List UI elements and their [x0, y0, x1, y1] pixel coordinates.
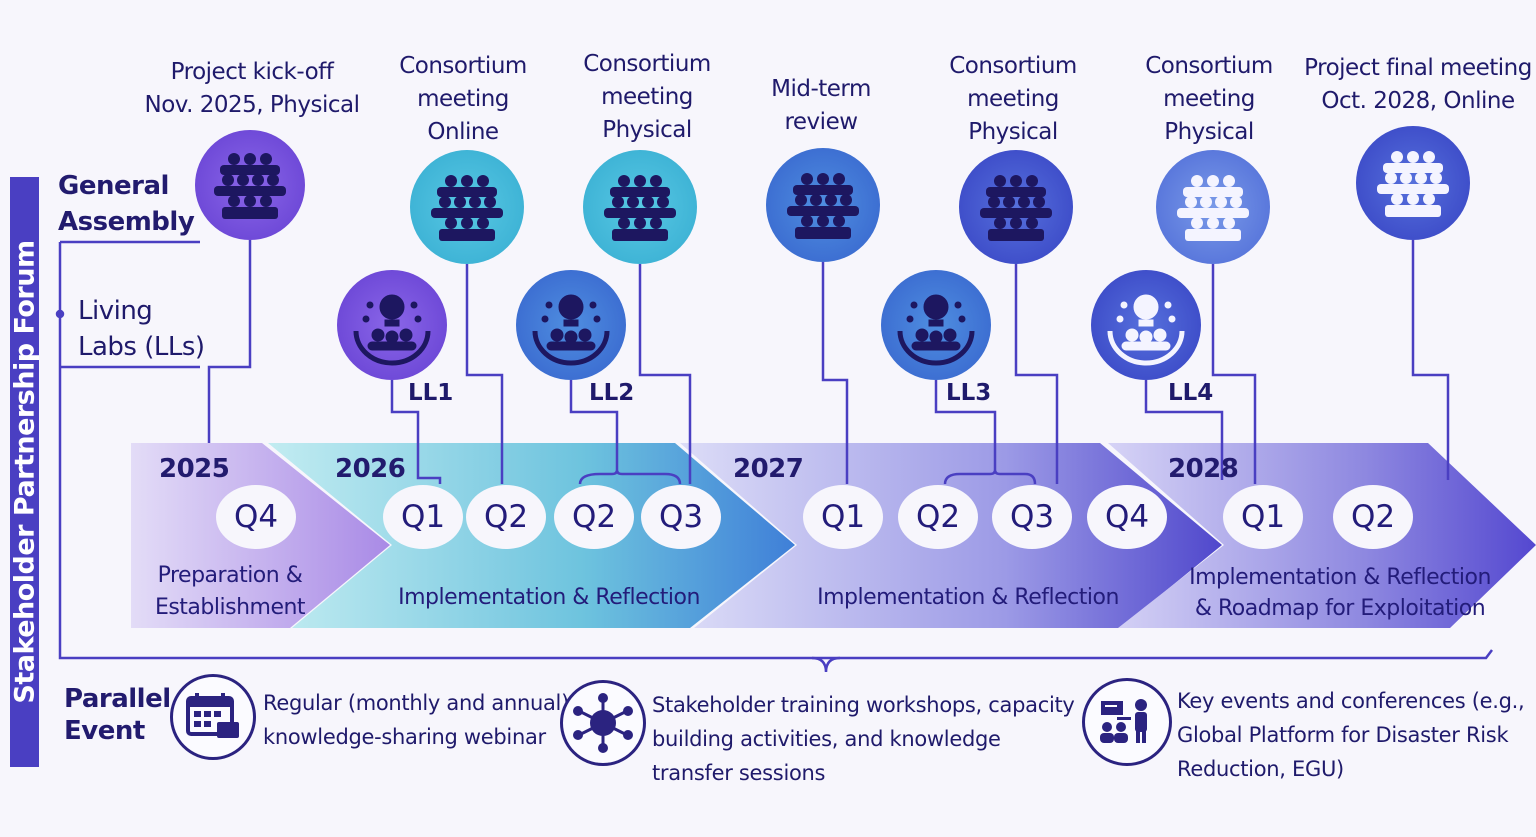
quarter-badge: Q3 [641, 485, 721, 549]
text-line: Regular (monthly and annual) [263, 691, 569, 715]
phase-description-2026: Implementation & Reflection [398, 582, 700, 614]
text-line: & Roadmap for Exploitation [1194, 596, 1486, 621]
quarter-badge: Q4 [1087, 485, 1167, 549]
quarter-badge: Q2 [1333, 485, 1413, 549]
text-line: Implementation & Reflection [1189, 565, 1491, 590]
text-line: Physical [968, 119, 1058, 145]
quarter-badge: Q1 [1223, 485, 1303, 549]
parallel-event-text-2: Stakeholder training workshops, capacity… [652, 688, 1075, 790]
ll-label-3: LL3 [946, 380, 992, 406]
phase-description-2025: Preparation & Establishment [154, 560, 306, 624]
parallel-event-text-1: Regular (monthly and annual) knowledge-sh… [263, 686, 569, 754]
text-line: meeting [967, 86, 1059, 112]
ga-circle-3 [583, 150, 697, 264]
quarter-badge: Q1 [803, 485, 883, 549]
network-training-icon [560, 680, 646, 766]
ga-circle-6 [1156, 150, 1270, 264]
text-line: Project final meeting [1304, 55, 1532, 81]
sidebar-title: Stakeholder Partnership Forum [9, 240, 40, 704]
chevron-2028 [1108, 443, 1536, 628]
phase-description-2028: Implementation & Reflection & Roadmap for… [1189, 562, 1491, 624]
row-label-line: Labs (LLs) [78, 332, 205, 362]
quarter-badge: Q4 [216, 485, 296, 549]
text-line: transfer sessions [652, 761, 826, 785]
row-label-line: General [58, 171, 169, 201]
year-2027: 2027 [733, 454, 804, 484]
text-line: Mid-term [771, 76, 871, 102]
text-line: Consortium [583, 51, 711, 77]
text-line: Physical [602, 117, 692, 143]
ga-circle-1 [195, 130, 305, 240]
quarter-badge: Q1 [383, 485, 463, 549]
ll-label-2: LL2 [589, 380, 635, 406]
text-line: Preparation & [157, 563, 303, 588]
text-line: Implementation & Reflection [398, 585, 700, 610]
ll-label-1: LL1 [408, 380, 454, 406]
text-line: Online [427, 119, 499, 145]
year-2025: 2025 [159, 454, 230, 484]
phase-description-2027: Implementation & Reflection [817, 582, 1119, 614]
text-line: Establishment [154, 595, 306, 620]
ga-circle-2 [410, 150, 524, 264]
text-line: building activities, and knowledge [652, 727, 1001, 751]
parallel-event-text-3: Key events and conferences (e.g., Global … [1177, 684, 1525, 786]
text-line: Nov. 2025, Physical [144, 92, 360, 118]
text-line: Key events and conferences (e.g., [1177, 689, 1525, 713]
text-line: meeting [601, 84, 693, 110]
quarter-badge: Q2 [898, 485, 978, 549]
row-label-general-assembly: General Assembly [58, 168, 195, 240]
event-label-mid-term: Mid-term review [771, 73, 871, 139]
text-line: Consortium [949, 53, 1077, 79]
text-line: Project kick-off [170, 59, 334, 85]
calendar-webinar-icon [170, 674, 256, 760]
text-line: Consortium [1145, 53, 1273, 79]
text-line: knowledge-sharing webinar [263, 725, 546, 749]
text-line: review [784, 109, 858, 135]
text-line: Implementation & Reflection [817, 585, 1119, 610]
text-line: Consortium [399, 53, 527, 79]
year-2026: 2026 [335, 454, 406, 484]
ga-circle-4 [766, 148, 880, 262]
presentation-conference-icon [1082, 678, 1172, 766]
text-line: Reduction, EGU) [1177, 757, 1344, 781]
ga-circle-7 [1356, 126, 1470, 240]
text-line: Global Platform for Disaster Risk [1177, 723, 1509, 747]
text-line: Oct. 2028, Online [1321, 88, 1515, 114]
row-label-line: Living [78, 296, 153, 326]
year-2028: 2028 [1168, 454, 1239, 484]
quarter-badge: Q2 [466, 485, 546, 549]
ll-label-4: LL4 [1168, 380, 1214, 406]
text-line: Parallel [64, 684, 171, 714]
ga-circle-5 [959, 150, 1073, 264]
text-line: meeting [417, 86, 509, 112]
text-line: Physical [1164, 119, 1254, 145]
sidebar-forum-bar: Stakeholder Partnership Forum [9, 177, 40, 767]
text-line: Event [64, 716, 145, 746]
row-label-line: Assembly [58, 207, 195, 237]
quarter-badge: Q2 [554, 485, 634, 549]
text-line: Stakeholder training workshops, capacity [652, 693, 1075, 717]
connector-lines [55, 240, 1493, 673]
row-label-living-labs: Living Labs (LLs) [78, 293, 205, 365]
text-line: meeting [1163, 86, 1255, 112]
quarter-badge: Q3 [992, 485, 1072, 549]
